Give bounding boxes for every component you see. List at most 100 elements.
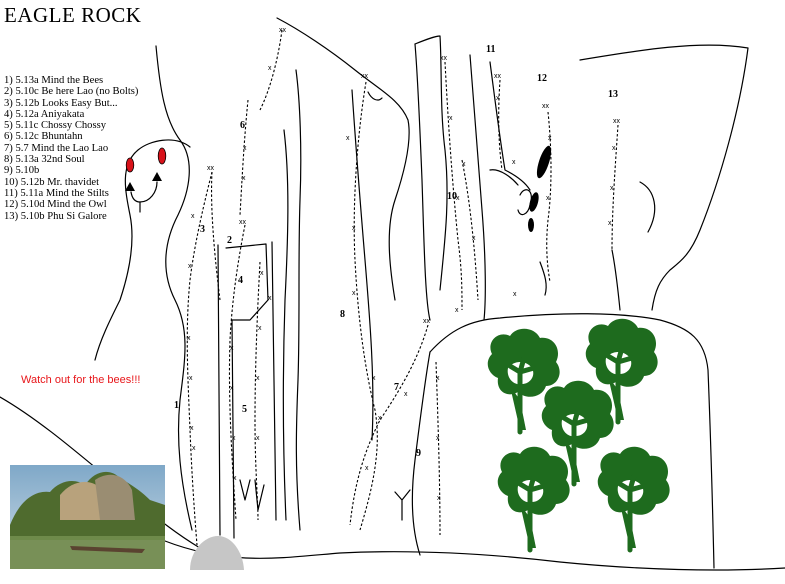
anchor-mark: xx [207, 165, 215, 172]
legend-item: 3) 5.12b Looks Easy But... [4, 97, 118, 109]
bolt-mark: x [268, 295, 272, 302]
wall-edge [225, 243, 269, 321]
bolt-mark: x [462, 161, 466, 168]
bolt-mark: x [548, 135, 552, 142]
boulder-dome [429, 313, 715, 569]
wall-edge [231, 319, 235, 539]
tree-icon [498, 447, 570, 550]
bolt-mark: x [352, 225, 356, 232]
bee-icon [157, 147, 167, 165]
anchor-mark: xx [494, 73, 502, 80]
photo-thumbnail [10, 465, 165, 569]
route-number: 4 [238, 275, 243, 286]
route-number: 2 [227, 235, 232, 246]
anchor-mark: xx [361, 73, 369, 80]
bolt-mark: x [232, 435, 236, 442]
owl-shape [529, 192, 539, 212]
route-line [611, 124, 619, 251]
bee-warning: Watch out for the bees!!! [21, 374, 141, 386]
owl-pillar-outline [489, 169, 519, 186]
bee-icon [125, 157, 135, 173]
bolt-mark: x [372, 375, 376, 382]
bolt-mark: x [512, 159, 516, 166]
bolt-mark: x [378, 415, 382, 422]
owl-pillar-outline [489, 61, 531, 191]
bolt-mark: x [192, 445, 196, 452]
bolt-mark: x [436, 435, 440, 442]
legend-item: 6) 5.12c Bhuntahn [4, 131, 83, 143]
route-number: 11 [486, 44, 495, 55]
legend-item: 12) 5.10d Mind the Owl [4, 199, 107, 211]
route-line [186, 171, 213, 546]
ledge [394, 489, 411, 521]
bolt-mark: x [189, 375, 193, 382]
bolt-mark: x [449, 115, 453, 122]
arrow-up-icon [152, 172, 162, 181]
legend-item: 7) 5.7 Mind the Lao Lao [4, 142, 109, 154]
route-line [461, 159, 479, 301]
route-number: 12 [537, 73, 547, 84]
legend-item: 10) 5.12b Mr. thavidet [4, 176, 100, 188]
bolt-marks: x x x x x x x x x x x x x x x x x x x x … [187, 65, 616, 502]
arrow-up-icon [125, 182, 135, 191]
bolt-mark: x [258, 325, 262, 332]
pillar-outline [469, 54, 486, 321]
route-line [435, 361, 441, 536]
wall-edge [217, 244, 221, 536]
legend-item: 13) 5.10b Phu Si Galore [4, 210, 107, 222]
route-number: 8 [340, 309, 345, 320]
bolt-mark: x [455, 307, 459, 314]
anchor-mark: xx [423, 318, 431, 325]
legend-item: 11) 5.11a Mind the Stilts [4, 187, 109, 199]
bolt-mark: x [365, 465, 369, 472]
bolt-mark: x [346, 135, 350, 142]
route-number: 1 [174, 400, 179, 411]
bolt-mark: x [546, 195, 550, 202]
anchor-mark: xx [279, 27, 287, 34]
route-line [444, 61, 463, 311]
route-number: 3 [200, 224, 205, 235]
bolt-mark: x [256, 435, 260, 442]
route-line [259, 29, 283, 111]
legend-item: 1) 5.13a Mind the Bees [4, 75, 104, 86]
tree-icon [598, 447, 670, 550]
route-legend: 1) 5.13a Mind the Bees 2) 5.10c Be here … [4, 75, 138, 222]
bolt-mark: x [608, 220, 612, 227]
bolt-mark: x [437, 495, 441, 502]
route-number: 9 [416, 448, 421, 459]
bolt-mark: x [496, 95, 500, 102]
tree-sketch [239, 479, 265, 511]
bolt-mark: x [260, 270, 264, 277]
owl-pillar-outline [517, 189, 532, 216]
owl-pillar-outline [539, 261, 547, 296]
legend-item: 5) 5.11c Chossy Chossy [4, 120, 107, 132]
anchor-mark: xx [613, 118, 621, 125]
left-buttress-outline [155, 45, 193, 531]
bolt-mark: x [612, 145, 616, 152]
bolt-mark: x [472, 235, 476, 242]
route-line [353, 81, 378, 531]
bolt-mark: x [268, 65, 272, 72]
anchor-mark: xx [239, 219, 247, 226]
legend-item: 2) 5.10c Be here Lao (no Bolts) [4, 86, 139, 98]
anchor-mark: xx [542, 103, 550, 110]
right-wall-outline [639, 181, 656, 233]
route-number: 6 [240, 120, 245, 131]
legend-item: 4) 5.12a Aniyakata [4, 108, 85, 120]
tower-outline [276, 17, 410, 301]
bolt-mark: x [230, 385, 234, 392]
boulder-dome [411, 351, 431, 556]
page-title: EAGLE ROCK [4, 3, 142, 27]
cave-outline [94, 139, 191, 361]
bolt-mark: x [191, 213, 195, 220]
route-line [254, 261, 261, 521]
bolt-mark: x [230, 345, 234, 352]
owl-shape [536, 145, 552, 179]
bolt-mark: x [610, 185, 614, 192]
bolt-mark: x [233, 475, 237, 482]
legend-item: 9) 5.10b [4, 165, 40, 177]
bolt-mark: x [404, 391, 408, 398]
bolt-mark: x [187, 335, 191, 342]
route-line [546, 111, 552, 283]
